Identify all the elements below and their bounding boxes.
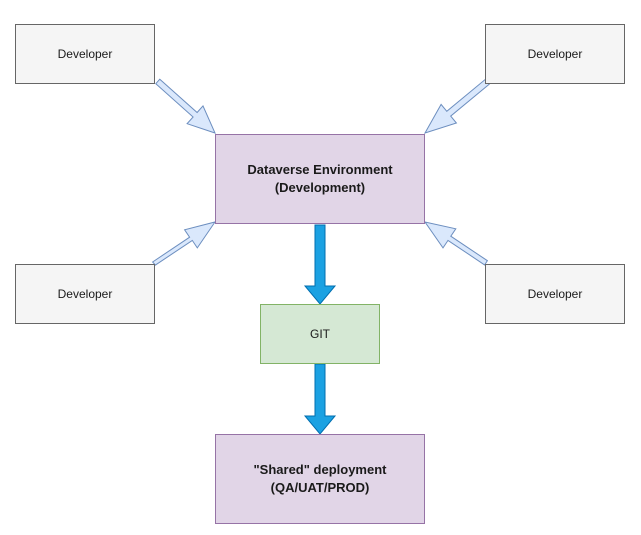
developer-box-top-left: Developer bbox=[15, 24, 155, 84]
arrow-bottom-left-developer-to-environment bbox=[151, 221, 217, 266]
shared-deployment-subtitle: (QA/UAT/PROD) bbox=[270, 480, 370, 495]
developer-label: Developer bbox=[527, 47, 583, 61]
arrow-git-to-shared-deployment bbox=[303, 363, 337, 435]
developer-box-bottom-left: Developer bbox=[15, 264, 155, 324]
developer-label: Developer bbox=[527, 287, 583, 301]
arrow-top-left-developer-to-environment bbox=[155, 78, 216, 134]
developer-box-bottom-right: Developer bbox=[485, 264, 625, 324]
git-box: GIT bbox=[260, 304, 380, 364]
development-environment-subtitle: (Development) bbox=[274, 180, 366, 195]
developer-box-top-right: Developer bbox=[485, 24, 625, 84]
developer-label: Developer bbox=[57, 47, 113, 61]
shared-deployment-title: "Shared" deployment bbox=[253, 462, 387, 477]
arrow-environment-to-git bbox=[303, 224, 337, 305]
development-environment-box: Dataverse Environment (Development) bbox=[215, 134, 425, 224]
arrow-top-right-developer-to-environment bbox=[423, 78, 490, 134]
development-environment-title: Dataverse Environment bbox=[247, 162, 393, 177]
developer-label: Developer bbox=[57, 287, 113, 301]
git-label: GIT bbox=[310, 327, 330, 341]
arrow-bottom-right-developer-to-environment bbox=[423, 221, 489, 266]
shared-deployment-box: "Shared" deployment (QA/UAT/PROD) bbox=[215, 434, 425, 524]
